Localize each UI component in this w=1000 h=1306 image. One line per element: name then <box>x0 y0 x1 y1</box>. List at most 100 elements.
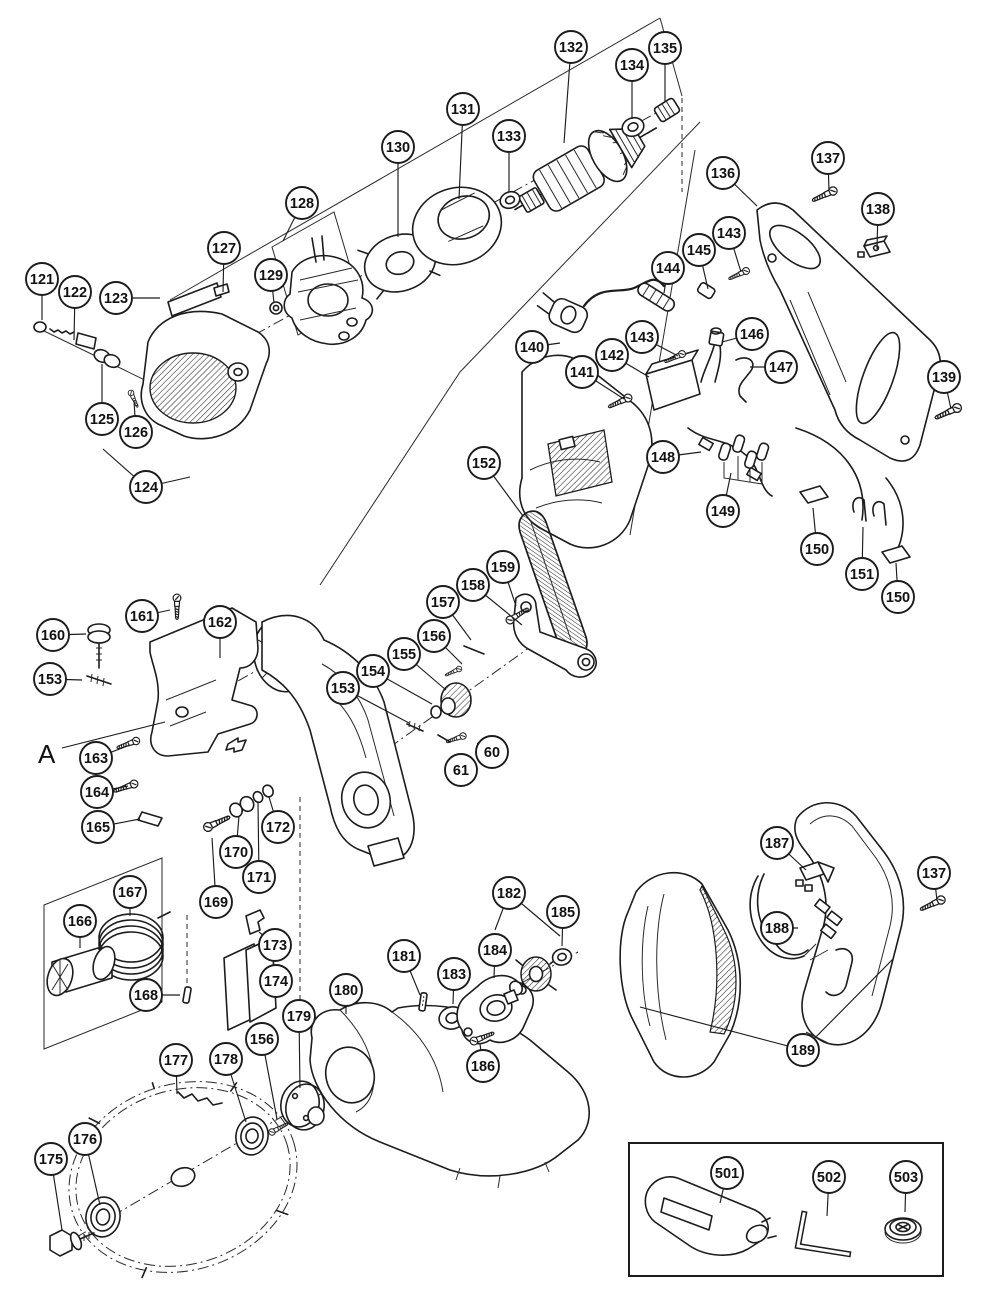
callout-circle-123 <box>99 281 133 315</box>
callout-number-154: 154 <box>361 664 385 680</box>
callout-circle-162 <box>203 605 237 639</box>
callout-number-183: 183 <box>442 967 466 983</box>
ball-bearing <box>551 948 573 966</box>
callout-number-170: 170 <box>224 845 248 861</box>
callout-circle-181 <box>387 939 421 973</box>
housing-cover <box>619 871 742 1078</box>
wiring-harness <box>687 427 773 497</box>
callout-177: 177 <box>159 1043 193 1077</box>
callout-170: 170 <box>219 835 253 869</box>
callout-number-155: 155 <box>392 647 416 663</box>
callout-circle-502 <box>812 1160 846 1194</box>
callout-circle-124 <box>129 470 163 504</box>
callout-number-159: 159 <box>491 560 515 576</box>
callout-circle-157 <box>426 585 460 619</box>
callout-circle-125 <box>85 402 119 436</box>
callout-168: 168 <box>129 978 163 1012</box>
callout-135: 135 <box>648 31 682 65</box>
callout-circle-131 <box>446 92 480 126</box>
callout-circle-132 <box>554 30 588 64</box>
outer-flange <box>280 1080 325 1131</box>
switch-wires <box>749 873 843 961</box>
callout-185: 185 <box>546 895 580 929</box>
callout-number-156a: 156 <box>422 629 446 645</box>
callout-number-166: 166 <box>68 914 92 930</box>
callout-number-184: 184 <box>483 943 507 959</box>
callout-number-174: 174 <box>264 974 288 990</box>
callout-circle-134 <box>615 48 649 82</box>
switch <box>795 861 835 892</box>
cord-clip <box>696 282 716 300</box>
housing-end-bell <box>411 186 503 266</box>
callout-number-138: 138 <box>866 202 890 218</box>
callout-121: 121 <box>25 262 59 296</box>
callout-circle-179 <box>282 999 316 1033</box>
callout-501: 501 <box>710 1156 744 1190</box>
callout-number-151: 151 <box>850 567 874 583</box>
callout-circle-178 <box>209 1042 243 1076</box>
hex-wrench <box>794 1210 852 1258</box>
callout-circle-136 <box>706 156 740 190</box>
callout-171: 171 <box>242 860 276 894</box>
callout-number-173: 173 <box>263 938 287 954</box>
callout-189: 189 <box>786 1033 820 1067</box>
callout-156b: 156 <box>245 1022 279 1056</box>
lead-wire <box>885 477 904 557</box>
hook-terminals <box>852 496 887 526</box>
callout-137a: 137 <box>811 141 845 175</box>
callout-number-157: 157 <box>431 595 455 611</box>
callout-503: 503 <box>889 1160 923 1194</box>
callout-number-163: 163 <box>84 751 108 767</box>
callout-circle-142 <box>595 338 629 372</box>
callout-142: 142 <box>595 338 629 372</box>
callout-184: 184 <box>478 933 512 967</box>
callout-143a: 143 <box>712 216 746 250</box>
washer <box>252 790 264 804</box>
callout-number-175: 175 <box>39 1152 63 1168</box>
callout-number-158: 158 <box>461 578 485 594</box>
callout-circle-160 <box>36 618 70 652</box>
callout-140: 140 <box>515 330 549 364</box>
hinge-pin <box>182 986 192 1004</box>
callout-circle-188 <box>760 911 794 945</box>
callout-number-187: 187 <box>765 836 789 852</box>
callout-circle-152 <box>467 446 501 480</box>
callout-circle-185 <box>546 895 580 929</box>
callout-134: 134 <box>615 48 649 82</box>
view-label-leader <box>61 721 166 749</box>
callout-number-156b: 156 <box>250 1032 274 1048</box>
blade-guard <box>309 1001 590 1189</box>
callout-circle-133 <box>492 119 526 153</box>
handle-housing-right <box>794 802 905 1046</box>
callout-number-143a: 143 <box>717 226 741 242</box>
callout-number-189: 189 <box>791 1043 815 1059</box>
power-cord <box>536 278 716 334</box>
callout-circle-149 <box>706 494 740 528</box>
callout-138: 138 <box>861 192 895 226</box>
callout-number-131: 131 <box>451 102 475 118</box>
callout-circle-143b <box>625 320 659 354</box>
callout-circle-158 <box>456 568 490 602</box>
saw-blade <box>68 1081 298 1279</box>
callout-circle-176 <box>68 1122 102 1156</box>
callout-133: 133 <box>492 119 526 153</box>
callout-number-125: 125 <box>90 412 114 428</box>
callout-circle-139 <box>927 360 961 394</box>
callout-175: 175 <box>34 1142 68 1176</box>
callout-180: 180 <box>329 973 363 1007</box>
callout-circle-165 <box>81 810 115 844</box>
blade-teeth <box>177 1091 223 1106</box>
callout-151: 151 <box>845 557 879 591</box>
callout-circle-501 <box>710 1156 744 1190</box>
callout-number-153L: 153 <box>38 672 62 688</box>
callout-172: 172 <box>261 810 295 844</box>
callout-circle-182 <box>492 876 526 910</box>
callout-circle-503 <box>889 1160 923 1194</box>
blade-flange-outer <box>235 1116 269 1156</box>
callout-147: 147 <box>764 350 798 384</box>
callout-circle-164 <box>80 775 114 809</box>
callout-150b: 150 <box>881 580 915 614</box>
handle-housing-left <box>518 354 653 549</box>
callout-123: 123 <box>99 281 133 315</box>
